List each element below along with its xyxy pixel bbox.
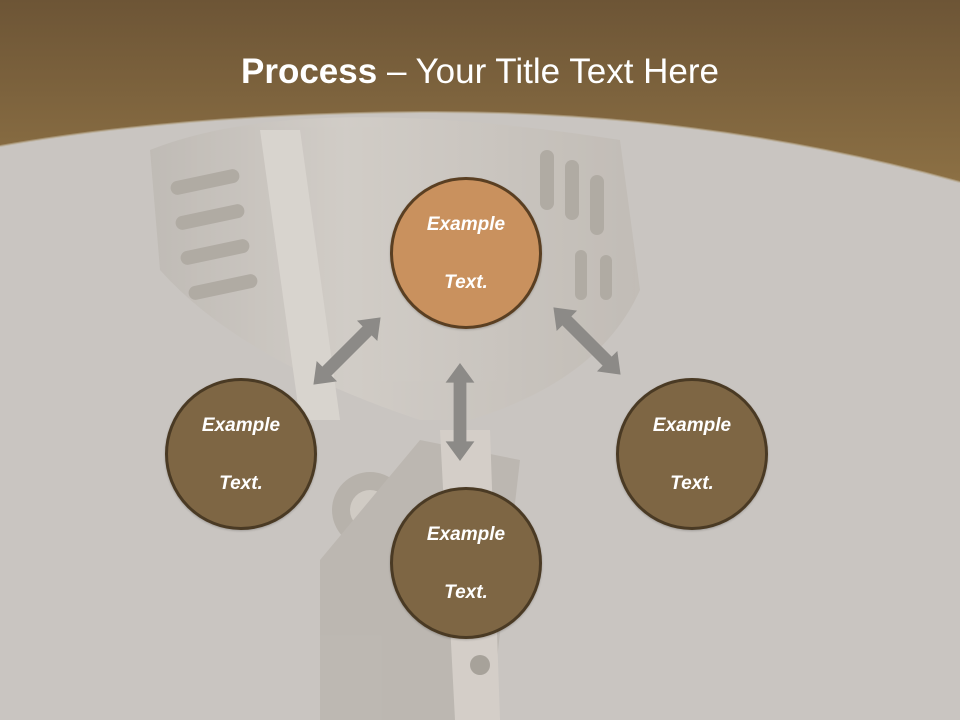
node-bottom-line1: Example (426, 523, 506, 545)
title-bold: Process (241, 52, 378, 91)
node-left-line2: Text. (219, 472, 263, 494)
node-bottom-line2: Text. (444, 581, 488, 603)
title-rest: – Your Title Text Here (377, 52, 719, 91)
slide-title: Process – Your Title Text Here (0, 52, 960, 92)
node-right-line1: Example (652, 414, 732, 436)
node-right-line2: Text. (670, 472, 714, 494)
node-top-line2: Text. (444, 271, 488, 293)
header-band (0, 0, 960, 182)
node-top-line1: Example (426, 213, 506, 235)
node-left-line1: Example (201, 414, 281, 436)
